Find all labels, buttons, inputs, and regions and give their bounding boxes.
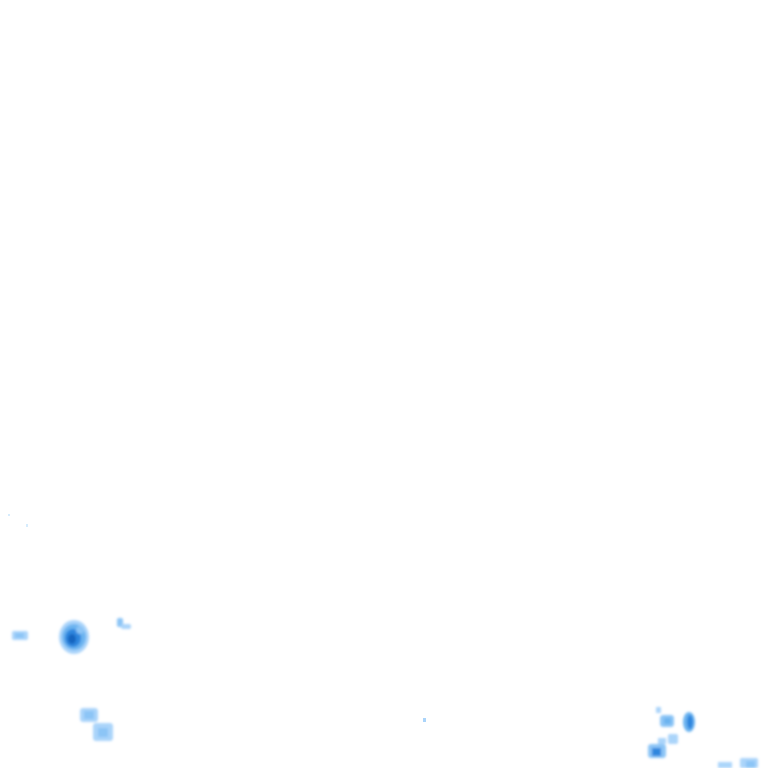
radar-echo-small-right	[117, 618, 131, 629]
radar-echo-lower-right	[648, 707, 695, 758]
radar-storm-cell-main	[59, 620, 89, 654]
radar-echo-left-edge	[12, 631, 28, 640]
radar-echo-bottom-right-edge	[718, 758, 758, 768]
radar-echo-lower-left	[80, 708, 113, 741]
radar-speck-left-upper	[8, 514, 28, 527]
radar-speck-center	[423, 718, 426, 722]
